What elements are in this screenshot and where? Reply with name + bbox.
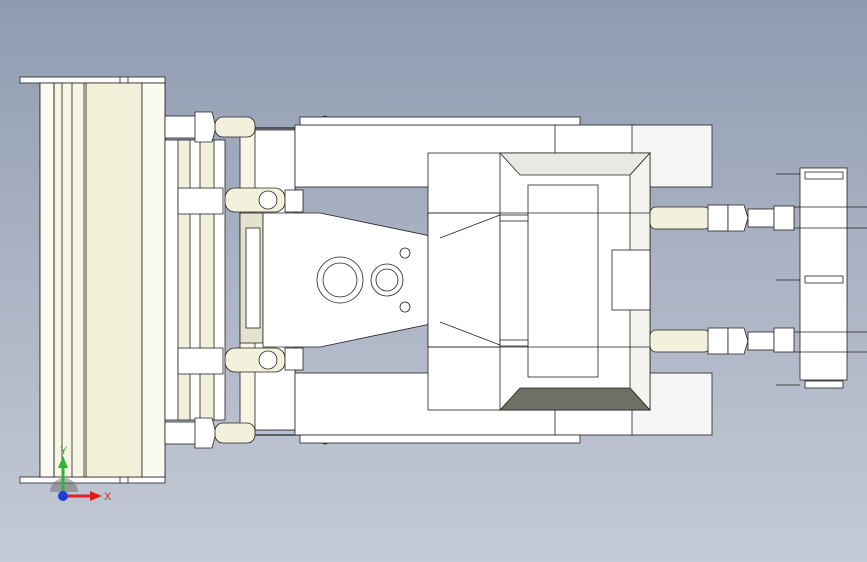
coordinate-triad[interactable]: Y X (50, 445, 112, 503)
ripper-shank-1 (804, 171, 844, 180)
cab-roof (527, 184, 599, 378)
tilt-cylinder-lower[interactable] (177, 347, 304, 375)
ripper-cylinder-lower[interactable] (649, 327, 795, 355)
z-axis-dot (58, 491, 68, 501)
blade-bottom-edge (19, 476, 166, 484)
y-axis-label: Y (60, 445, 68, 457)
x-axis-label: X (104, 491, 112, 503)
ripper-shank-2 (804, 275, 844, 284)
ripper-cylinder-upper[interactable] (649, 204, 795, 232)
cab-shadow (499, 387, 651, 411)
blade-top-edge (19, 76, 166, 84)
hitch-plate[interactable]: C1 C1 (239, 212, 441, 348)
blade-cylinder-lower[interactable] (164, 417, 330, 449)
engine-block[interactable] (427, 151, 651, 412)
ripper-shank-3 (804, 380, 844, 389)
ripper-frame[interactable] (776, 167, 867, 389)
tilt-cylinder-upper[interactable] (177, 187, 304, 215)
blade[interactable] (19, 76, 166, 484)
